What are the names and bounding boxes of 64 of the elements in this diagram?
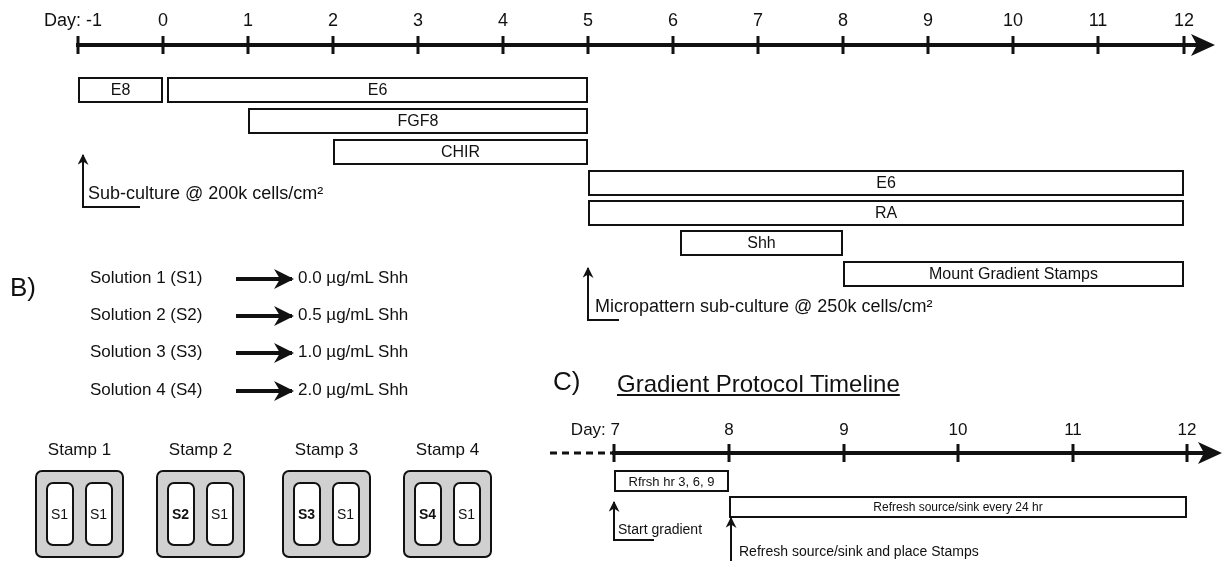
axis-label: Day: -1 <box>43 10 102 31</box>
arrow <box>77 153 141 208</box>
arrow <box>236 381 294 401</box>
solution-well: S1 <box>45 481 74 546</box>
axis-label: 10 <box>1003 10 1023 31</box>
annotation-text: Solution 1 (S1) <box>90 268 203 288</box>
annotation-text: Sub-culture @ 200k cells/cm² <box>88 183 324 204</box>
stamp-title: Stamp 1 <box>46 440 113 460</box>
axis-label: 12 <box>1174 10 1194 31</box>
axis-label: 4 <box>498 10 508 31</box>
axis-label: 1 <box>243 10 253 31</box>
annotation-text: Solution 2 (S2) <box>90 305 203 325</box>
axis-label: 9 <box>839 420 849 440</box>
timeline-bar: E6 <box>167 77 588 103</box>
annotation-text: 0.5 µg/mL Shh <box>298 305 409 325</box>
stamp-title: Stamp 3 <box>293 440 360 460</box>
axis-label: 8 <box>838 10 848 31</box>
solution-well: S1 <box>452 481 481 546</box>
axis-label: 9 <box>923 10 933 31</box>
solution-well: S1 <box>205 481 234 546</box>
timeline-bar: Shh <box>680 230 843 256</box>
timeline-bar: FGF8 <box>248 108 588 134</box>
arrow <box>582 266 620 321</box>
timeline-bar: Refresh source/sink every 24 hr <box>729 496 1187 518</box>
solution-well: S2 <box>166 481 195 546</box>
axis-label: 8 <box>724 420 734 440</box>
axis-label: C) <box>553 366 581 397</box>
timeline-bar: E8 <box>78 77 163 103</box>
solution-well: S1 <box>331 481 360 546</box>
annotation-text: Start gradient <box>618 521 703 538</box>
annotation-text: Solution 4 (S4) <box>90 380 203 400</box>
annotation-text: 1.0 µg/mL Shh <box>298 342 409 362</box>
axis-label: 10 <box>948 420 968 440</box>
axis-label: 11 <box>1088 10 1108 31</box>
timeline-bar: RA <box>588 200 1184 226</box>
stamp-title: Stamp 2 <box>167 440 234 460</box>
axis-label: 12 <box>1177 420 1197 440</box>
timeline-bar: Rfrsh hr 3, 6, 9 <box>614 470 729 492</box>
axis-label: 6 <box>668 10 678 31</box>
axis-label: Day: 7 <box>570 420 620 440</box>
annotation-text: Solution 3 (S3) <box>90 342 203 362</box>
axis-label: 5 <box>583 10 593 31</box>
stamp-title: Stamp 4 <box>414 440 481 460</box>
solution-well: S1 <box>84 481 113 546</box>
arrow <box>236 306 294 326</box>
timeline-bar: Mount Gradient Stamps <box>843 261 1184 287</box>
solution-well: S3 <box>292 481 321 546</box>
axis-label: 7 <box>753 10 763 31</box>
solution-well: S4 <box>413 481 442 546</box>
annotation-text: Micropattern sub-culture @ 250k cells/cm² <box>595 296 933 317</box>
annotation-text: 2.0 µg/mL Shh <box>298 380 409 400</box>
axis-label: B) <box>10 272 36 303</box>
axis-label: 3 <box>413 10 423 31</box>
annotation-text: 0.0 µg/mL Shh <box>298 268 409 288</box>
arrow <box>236 269 294 289</box>
axis-label: 0 <box>158 10 168 31</box>
axis-label: 11 <box>1064 420 1082 440</box>
arrow <box>236 343 294 363</box>
axis-label: 2 <box>328 10 338 31</box>
section-heading: Gradient Protocol Timeline <box>617 370 900 398</box>
arrow <box>608 500 655 541</box>
annotation-text: Refresh source/sink and place Stamps <box>739 543 979 560</box>
timeline-bar: CHIR <box>333 139 588 165</box>
timeline-bar: E6 <box>588 170 1184 196</box>
